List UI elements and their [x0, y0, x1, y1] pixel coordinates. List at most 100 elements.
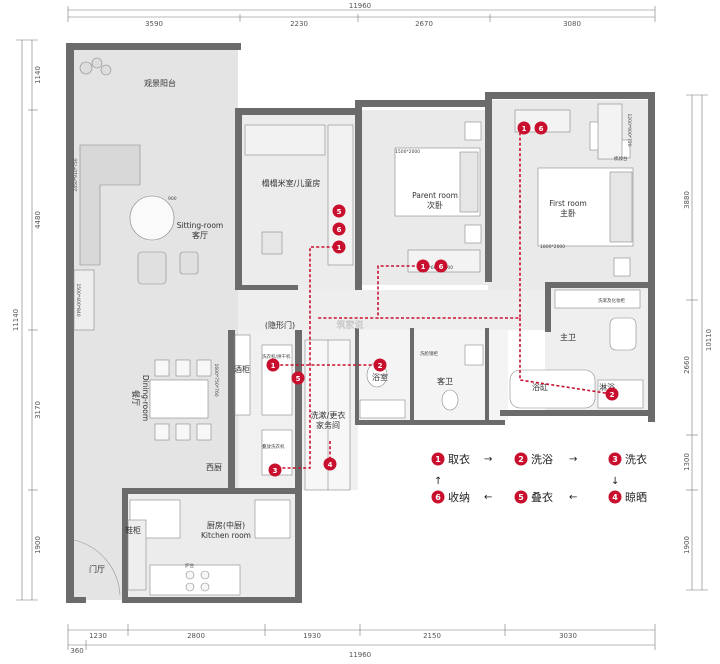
- left-dimensions: [16, 39, 38, 601]
- svg-text:1: 1: [271, 362, 276, 370]
- right-dim-total: 10110: [705, 329, 713, 351]
- tub-label: 浴缸: [532, 382, 548, 392]
- marker-kids-6: 6: [332, 222, 346, 236]
- svg-text:6: 6: [539, 125, 544, 133]
- svg-text:5: 5: [518, 493, 524, 502]
- wardrobe-size: 1200*900*720: [626, 113, 632, 146]
- bed2-size: 1800*2000: [540, 244, 565, 250]
- svg-text:6: 6: [439, 263, 444, 271]
- kitchen-en-label: Kitchen room: [201, 531, 251, 540]
- right-dim-3: 1300: [683, 453, 691, 471]
- right-dim-1: 3880: [683, 191, 691, 209]
- legend-arrow-4: ←: [569, 492, 577, 503]
- svg-text:洗衣: 洗衣: [625, 452, 647, 466]
- sofa-size: 2450*910*750: [73, 158, 79, 191]
- legend-item-6: 6 收纳: [431, 490, 470, 504]
- svg-text:6: 6: [435, 493, 441, 502]
- marker-center-5: 5: [291, 371, 305, 385]
- guest-bath-label: 客卫: [437, 376, 453, 386]
- bottom-total-dim: 11960: [349, 651, 371, 659]
- room-labels: 观景阳台 榻榻米室/儿童房 Parent room 次卧 First room …: [89, 78, 615, 574]
- svg-text:6: 6: [337, 226, 342, 234]
- vanity-label: 洗衣机/烘干机: [262, 353, 291, 360]
- marker-laundry-3: 3: [268, 463, 282, 477]
- legend-item-4: 4 晾晒: [608, 490, 647, 504]
- round-size: 900: [168, 196, 177, 202]
- kids-room-label: 榻榻米室/儿童房: [262, 178, 321, 188]
- legend-arrow-1: →: [484, 454, 492, 465]
- left-dim-4: 1900: [34, 536, 42, 554]
- balcony-label: 观景阳台: [144, 78, 176, 88]
- top-dim-1: 3590: [145, 20, 163, 28]
- top-total-dim: 11960: [349, 2, 371, 10]
- svg-text:晾晒: 晾晒: [625, 490, 647, 504]
- marker-first-1: 1: [517, 121, 531, 135]
- bath-label: 浴室: [372, 372, 388, 382]
- svg-text:1: 1: [435, 455, 441, 464]
- svg-text:1: 1: [522, 125, 527, 133]
- bottom-dim-5: 3030: [559, 632, 577, 640]
- dining-room-zh: 餐厅: [131, 390, 140, 406]
- svg-text:1: 1: [337, 244, 342, 252]
- svg-text:5: 5: [296, 375, 301, 383]
- legend-arrow-up: ↑: [434, 476, 442, 487]
- sitting-room-en: Sitting-room: [177, 221, 223, 230]
- marker-center-2: 2: [373, 358, 387, 372]
- marker-parent-6: 6: [434, 259, 448, 273]
- legend: 1 取衣 → 2 洗浴 → 3 洗衣 ↓ ↑ 6 收纳 ← 5 叠衣 ←: [431, 452, 647, 504]
- master-vanity-label: 洗漱及化妆柜: [598, 297, 625, 304]
- left-dim-1: 1140: [34, 66, 42, 84]
- right-dim-4: 1900: [683, 536, 691, 554]
- west-kitchen-label: 西厨: [206, 463, 222, 472]
- svg-text:收纳: 收纳: [448, 490, 470, 504]
- bed1-size: 1500*2000: [395, 149, 420, 155]
- marker-master-bath-2: 2: [605, 387, 619, 401]
- dining-room-en: Dining-room: [141, 375, 150, 421]
- svg-text:3: 3: [273, 467, 278, 475]
- left-dim-total: 11140: [12, 309, 20, 331]
- marker-kids-5: 5: [332, 204, 346, 218]
- table-size: 1600*750*760: [213, 363, 219, 396]
- bottom-dim-1: 1230: [89, 632, 107, 640]
- watermark: 筑家说: [336, 319, 363, 331]
- laundry-label-2: 家务间: [316, 420, 340, 430]
- marker-laundry-4: 4: [323, 457, 337, 471]
- svg-text:2: 2: [378, 362, 383, 370]
- svg-text:叠衣: 叠衣: [531, 490, 553, 504]
- top-dimensions: [67, 6, 656, 22]
- bottom-dim-3: 1930: [303, 632, 321, 640]
- left-dim-2: 4480: [34, 211, 42, 229]
- first-room-zh: 主卧: [560, 208, 576, 218]
- right-dimensions: [686, 94, 708, 591]
- legend-item-2: 2 洗浴: [514, 452, 553, 466]
- svg-text:1: 1: [421, 263, 426, 271]
- bottom-dim-small: 360: [70, 647, 83, 655]
- bottom-dim-2: 2800: [187, 632, 205, 640]
- svg-text:4: 4: [612, 493, 618, 502]
- marker-parent-1: 1: [416, 259, 430, 273]
- wine-cabinet-label: 酒柜: [234, 364, 250, 374]
- bottom-dim-4: 2150: [423, 632, 441, 640]
- svg-text:5: 5: [337, 208, 342, 216]
- flow-route: [275, 129, 613, 470]
- top-dim-2: 2230: [290, 20, 308, 28]
- entrance-label: 门厅: [89, 564, 105, 574]
- stack-label: 叠放洗衣机: [262, 443, 285, 450]
- marker-first-6: 6: [534, 121, 548, 135]
- parent-room-en: Parent room: [412, 191, 458, 200]
- legend-arrow-2: →: [569, 454, 577, 465]
- legend-arrow-down: ↓: [611, 476, 619, 487]
- first-room-en: First room: [549, 199, 587, 208]
- svg-text:2: 2: [610, 391, 615, 399]
- right-dim-2: 2660: [683, 356, 691, 374]
- svg-text:4: 4: [328, 461, 333, 469]
- shoe-cabinet-label: 鞋柜: [125, 525, 141, 535]
- svg-text:3: 3: [612, 455, 618, 464]
- hidden-door-label: (隐形门): [265, 320, 295, 330]
- marker-center-1: 1: [266, 358, 280, 372]
- route-markers: 5 6 1 1 6 1 6 1: [266, 121, 619, 477]
- legend-item-5: 5 叠衣: [514, 490, 553, 504]
- laundry-label-1: 洗漱/更衣: [311, 410, 346, 420]
